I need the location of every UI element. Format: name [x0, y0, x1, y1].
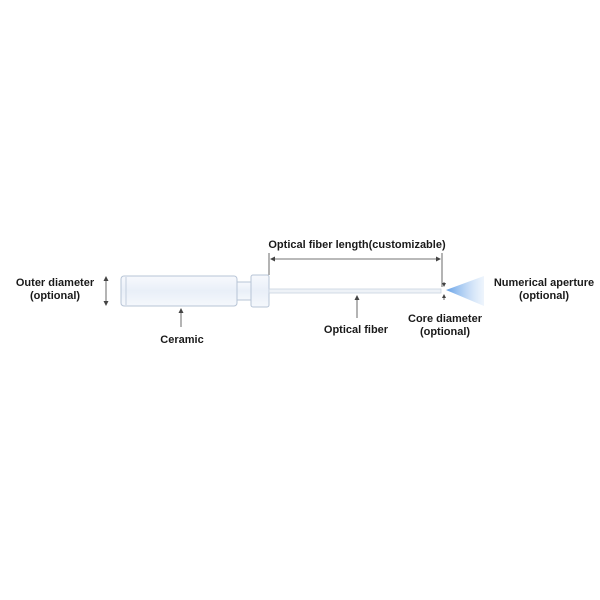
optical-fiber-line	[268, 288, 442, 294]
ferrule-main-body	[120, 275, 238, 307]
ceramic-label: Ceramic	[150, 334, 214, 347]
core-diameter-label-line1: Core diameter	[408, 313, 482, 325]
light-cone	[446, 276, 484, 306]
outer-diameter-dimension	[103, 276, 109, 306]
fiber-leader-arrow	[354, 295, 360, 318]
core-diameter-label: Core diameter (optional)	[400, 313, 490, 339]
ceramic-label-text: Ceramic	[160, 334, 204, 346]
optical-fiber-label: Optical fiber	[316, 324, 396, 337]
core-diameter-label-line2: (optional)	[419, 326, 471, 338]
numerical-aperture-label-line1: Numerical aperture	[493, 277, 595, 289]
fiber-length-dimension	[268, 253, 443, 287]
fiber-length-label-text: Optical fiber length(customizable)	[268, 239, 446, 251]
numerical-aperture-label-line2: (optional)	[518, 290, 570, 302]
optical-fiber-label-text: Optical fiber	[323, 324, 389, 336]
ferrule-neck	[236, 281, 252, 301]
numerical-aperture-label: Numerical aperture (optional)	[492, 277, 596, 303]
outer-diameter-label: Outer diameter (optional)	[10, 277, 100, 303]
fiber-length-label: Optical fiber length(customizable)	[262, 239, 452, 252]
core-diameter-marker	[442, 282, 446, 300]
ferrule-collar	[250, 274, 270, 308]
ceramic-ferrule	[120, 274, 270, 308]
outer-diameter-label-line2: (optional)	[29, 290, 81, 302]
ceramic-leader-arrow	[178, 308, 184, 327]
outer-diameter-label-line1: Outer diameter	[15, 277, 95, 289]
